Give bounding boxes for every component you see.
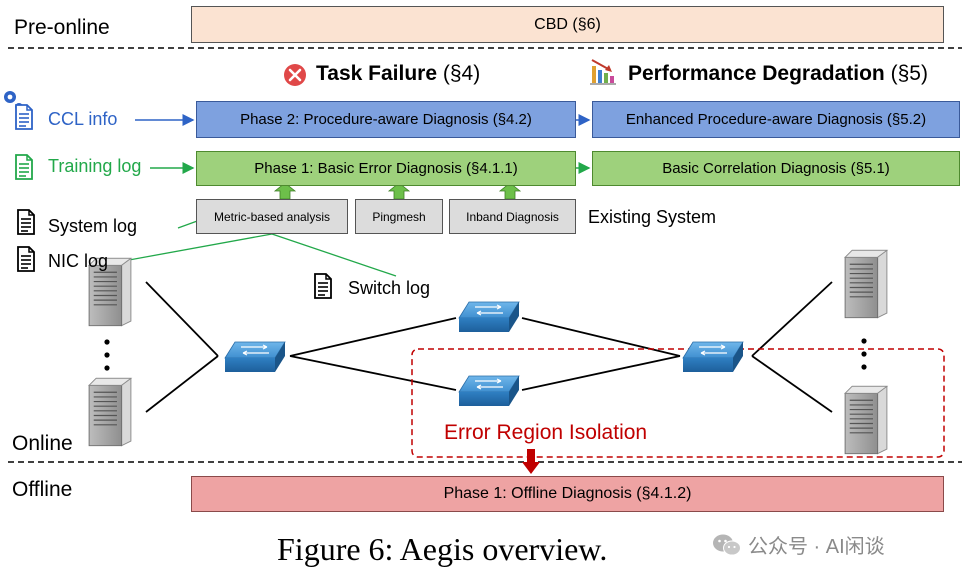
watermark: 公众号 · AI闲谈 [712,530,885,559]
error-region-label: Error Region Isolation [444,421,648,444]
nic-log-label: NIC log [48,251,109,271]
ccl-info-label: CCL info [48,109,118,129]
server-right-top [844,249,888,319]
switch-top-middle [458,301,520,333]
phase2-box: Phase 2: Procedure-aware Diagnosis (§4.2… [196,101,576,138]
up-arrow-metric [273,182,297,200]
section-offline: Offline [12,478,73,501]
perf-degradation-ref: (§5) [890,62,928,85]
switch-log-label: Switch log [348,278,431,298]
switch-bottom-middle [458,375,520,407]
performance-degradation-icon [590,59,616,85]
switch-log-doc-icon [313,273,333,299]
switch-right [682,341,744,373]
section-online: Online [12,432,73,455]
nic-log-doc-icon [16,246,36,272]
perf-degradation-title: Performance Degradation [628,62,885,85]
wechat-icon [713,534,741,555]
network-links [145,281,833,413]
switch-left [224,341,286,373]
watermark-text: 公众号 · AI闲谈 [748,536,885,558]
phase1-offline-box: Phase 1: Offline Diagnosis (§4.1.2) [191,476,944,512]
cbd-box: CBD (§6) [191,6,944,43]
up-arrow-inband [498,182,522,200]
server-left-bottom [88,377,132,447]
task-failure-icon [284,64,306,86]
figure-caption: Figure 6: Aegis overview. [277,531,608,567]
pingmesh-box: Pingmesh [355,199,443,234]
task-failure-title: Task Failure [316,62,437,85]
phase1-basic-box: Phase 1: Basic Error Diagnosis (§4.1.1) [196,151,576,186]
basic-correlation-box: Basic Correlation Diagnosis (§5.1) [592,151,960,186]
training-doc-icon [14,154,34,180]
down-arrow-offline [522,449,540,474]
up-arrow-pingmesh [387,182,411,200]
error-region-box [411,348,945,458]
ellipsis-left [104,339,110,371]
task-failure-heading: Task Failure (§4) [316,62,480,86]
system-log-label: System log [48,216,138,236]
metric-analysis-box: Metric-based analysis [196,199,348,234]
existing-system-label: Existing System [588,207,717,227]
enhanced-box: Enhanced Procedure-aware Diagnosis (§5.2… [592,101,960,138]
system-log-doc-icon [16,209,36,235]
perf-degradation-heading: Performance Degradation (§5) [628,62,928,86]
line-switchlog-to-metric [271,233,397,277]
task-failure-ref: (§4) [442,62,481,85]
inband-box: Inband Diagnosis [449,199,576,234]
line-niclog-to-metric [117,233,273,263]
ellipsis-right [861,338,867,370]
section-pre-online: Pre-online [14,16,110,39]
server-right-bottom [844,385,888,455]
ccl-doc-icon [14,104,34,130]
training-log-label: Training log [48,156,142,176]
